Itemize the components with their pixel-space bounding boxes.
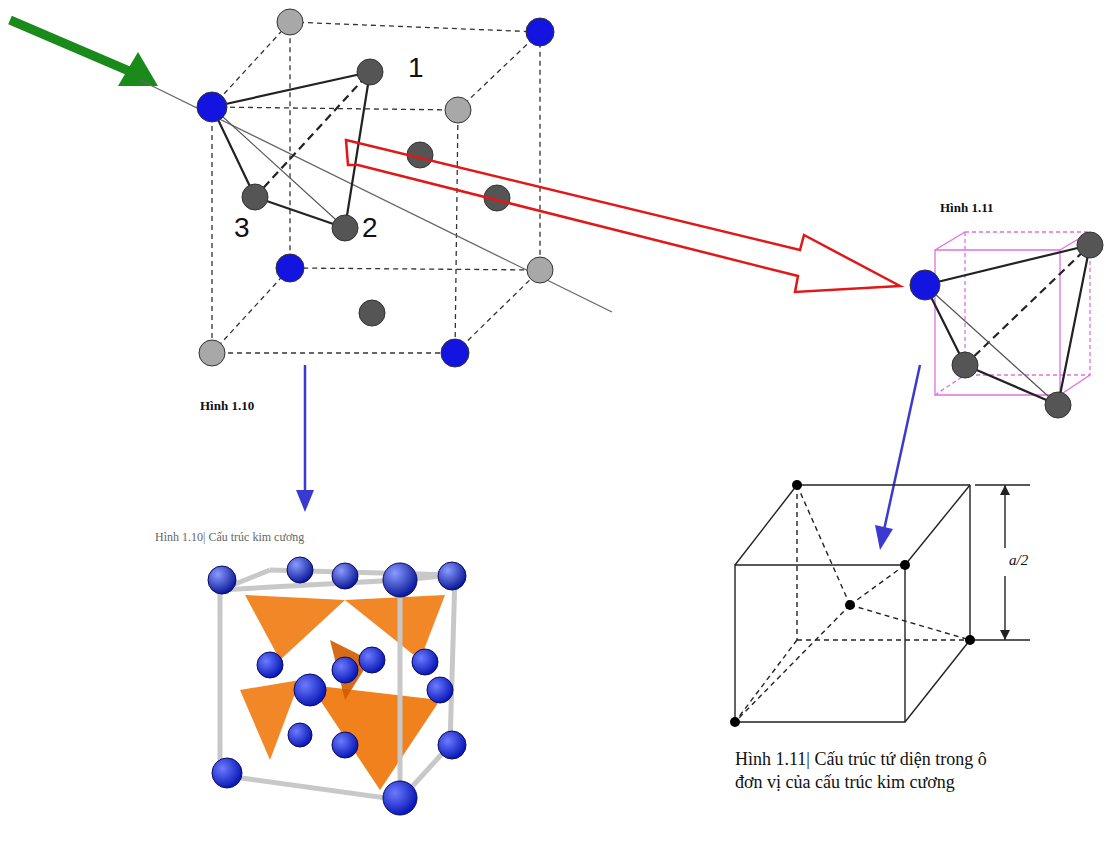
figure-tag: Hình 1.10 [200, 398, 254, 414]
callout-number: 3 [234, 212, 250, 244]
callout-number: 1 [408, 52, 424, 84]
figure-tag: Hình 1.11 [940, 200, 993, 216]
callout-number: 2 [362, 212, 378, 244]
dimension-label: a/2 [1009, 552, 1028, 569]
figure-caption: Hình 1.11| Cấu trúc tứ diện trong ô đơn … [735, 748, 1000, 793]
figure-caption: Hình 1.10| Cấu trúc kim cương [155, 530, 304, 545]
